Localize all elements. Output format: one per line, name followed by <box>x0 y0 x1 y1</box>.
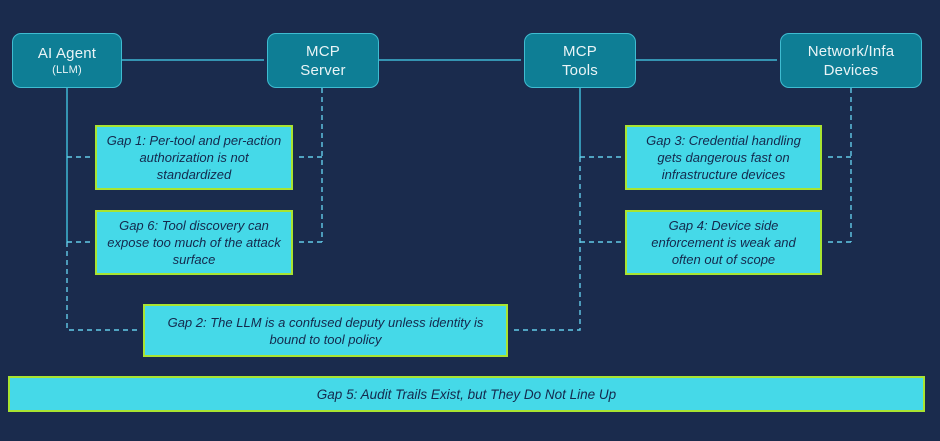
node-mcp-server-line1: MCP <box>306 42 340 60</box>
gap6-box: Gap 6: Tool discovery can expose too muc… <box>95 210 293 275</box>
drop-tools-to-gap2 <box>511 157 581 331</box>
gap4-text: Gap 4: Device side enforcement is weak a… <box>651 218 796 267</box>
node-ai-agent: AI Agent (LLM) <box>12 33 122 88</box>
node-mcp-tools-line1: MCP <box>563 42 597 60</box>
node-mcp-server-line2: Server <box>300 61 346 79</box>
node-mcp-server: MCP Server <box>267 33 379 88</box>
node-mcp-tools: MCP Tools <box>524 33 636 88</box>
gap2-text: Gap 2: The LLM is a confused deputy unle… <box>167 314 484 347</box>
gap5-banner: Gap 5: Audit Trails Exist, but They Do N… <box>8 376 925 412</box>
node-mcp-tools-line2: Tools <box>561 61 599 79</box>
gap5-text: Gap 5: Audit Trails Exist, but They Do N… <box>316 386 617 402</box>
gap1-box: Gap 1: Per-tool and per-action authoriza… <box>95 125 293 190</box>
node-ai-agent-subtitle: (LLM) <box>52 63 82 76</box>
node-network-devices-line2: Devices <box>823 61 879 79</box>
gap6-text: Gap 6: Tool discovery can expose too muc… <box>107 218 281 267</box>
gap3-text: Gap 3: Credential handling gets dangerou… <box>646 133 801 182</box>
gap1-text: Gap 1: Per-tool and per-action authoriza… <box>106 133 282 182</box>
node-network-devices: Network/Infa Devices <box>780 33 922 88</box>
node-network-devices-line1: Network/Infa <box>807 42 895 60</box>
node-ai-agent-title: AI Agent <box>37 44 97 62</box>
gap2-box: Gap 2: The LLM is a confused deputy unle… <box>143 304 508 357</box>
drop-agent-to-gap2 <box>66 242 140 331</box>
gap4-box: Gap 4: Device side enforcement is weak a… <box>625 210 822 275</box>
gap3-box: Gap 3: Credential handling gets dangerou… <box>625 125 822 190</box>
